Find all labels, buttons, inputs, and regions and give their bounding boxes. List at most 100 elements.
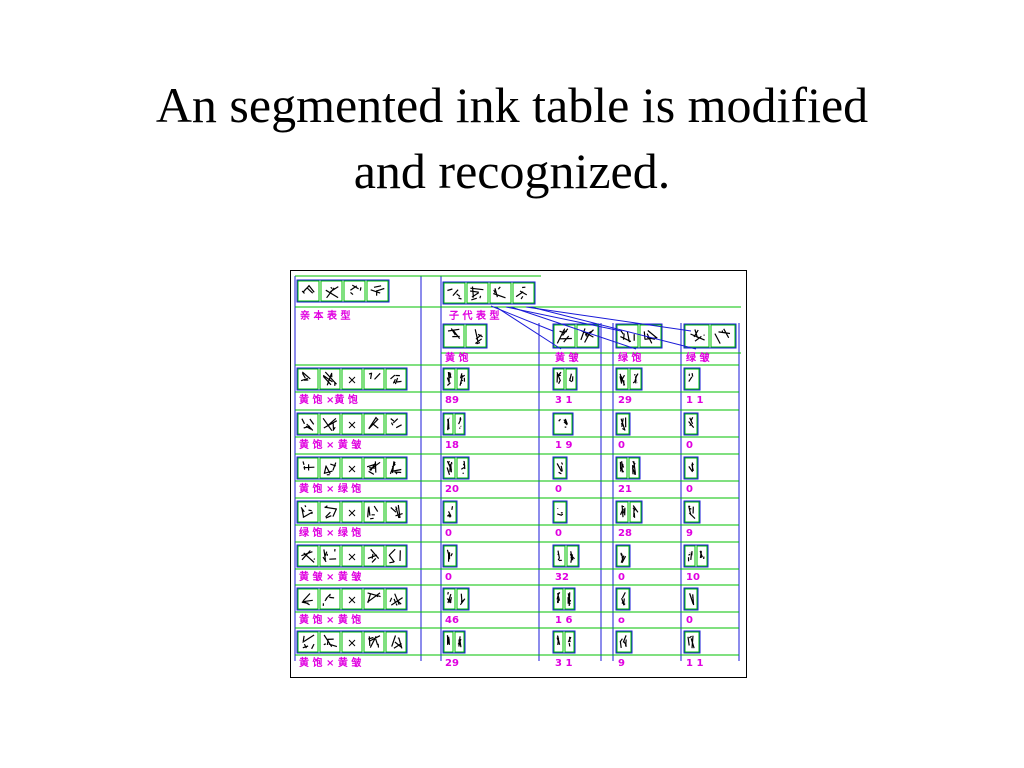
- cell-ink-char-box: [616, 501, 629, 523]
- cell-ink-char-box: [616, 631, 632, 653]
- row-label-ink-char-box: [385, 457, 407, 479]
- cell-ink-char-box: [443, 588, 456, 610]
- row-label-ink-box: [296, 500, 408, 524]
- cell-value-r4-c0: 0: [445, 572, 452, 583]
- cell-value-r4-c3: 10: [686, 572, 700, 583]
- row-label-ink-ink: [300, 371, 311, 382]
- row-label-4: 黄 皱 × 黄 皱: [299, 570, 361, 583]
- cell-value-r1-c1: 1 9: [555, 440, 572, 451]
- cell-value-r0-c1: 3 1: [555, 395, 572, 406]
- cell-ink-char-box: [629, 501, 642, 523]
- row-label-ink-box: [296, 367, 408, 391]
- cell-ink-ink: [621, 592, 626, 606]
- cell-ink-char-box: [696, 545, 708, 567]
- row-label-ink-char-box: [341, 588, 363, 610]
- row-label-ink-ink: [322, 371, 337, 386]
- cell-ink-char-box: [553, 457, 567, 479]
- cell-ink-box: [615, 587, 631, 611]
- cell-ink-ink: [457, 636, 462, 648]
- group-header-ink-char-box: [466, 282, 489, 304]
- cell-ink-box: [442, 456, 470, 480]
- cell-ink-ink: [446, 460, 453, 475]
- row-label-ink-char-box: [363, 545, 385, 567]
- column-header-label-1: 黄 皱: [555, 351, 578, 364]
- corner-header-ink-box: [296, 279, 390, 303]
- row-label-ink-ink: [301, 593, 313, 606]
- row-label-ink-char-box: [341, 501, 363, 523]
- cell-ink-ink: [688, 417, 695, 428]
- cell-ink-box: [552, 500, 568, 524]
- row-label-ink-char-box: [319, 545, 341, 567]
- cell-ink-char-box: [454, 631, 465, 653]
- cell-ink-char-box: [443, 368, 456, 390]
- connector-line: [510, 306, 637, 350]
- corner-header-ink-ink: [325, 286, 339, 299]
- row-label-0: 黄 饱 ×黄 饱: [299, 393, 358, 406]
- cell-ink-char-box: [553, 631, 564, 653]
- cell-ink-box: [442, 544, 458, 568]
- row-label-ink-char-box: [297, 631, 319, 653]
- cell-ink-char-box: [553, 588, 564, 610]
- cell-ink-box: [552, 412, 574, 436]
- connector-line: [495, 306, 562, 350]
- row-label-ink-char-box: [385, 413, 407, 435]
- cell-ink-ink: [447, 506, 454, 518]
- row-label-ink-ink: [366, 461, 381, 475]
- group-header-ink-char-box: [512, 282, 535, 304]
- row-label-ink-ink: [388, 548, 401, 564]
- cell-ink-box: [442, 630, 466, 654]
- cell-ink-char-box: [684, 457, 698, 479]
- cell-ink-box: [615, 544, 631, 568]
- corner-header-ink-ink: [350, 284, 362, 296]
- cell-ink-char-box: [553, 501, 567, 523]
- cell-ink-char-box: [443, 413, 454, 435]
- group-header-ink-ink: [493, 286, 506, 299]
- group-header-label: 子 代 表 型: [449, 309, 499, 322]
- cell-value-r3-c0: 0: [445, 528, 452, 539]
- group-header-ink-char-box: [443, 282, 466, 304]
- title-line-2: and recognized.: [353, 143, 671, 199]
- cell-ink-ink: [619, 635, 628, 648]
- cell-ink-ink: [620, 552, 627, 564]
- row-label-ink-ink: [302, 634, 315, 650]
- row-label-ink-ink: [323, 634, 338, 648]
- column-header-ink-box: [683, 323, 737, 349]
- cell-value-r6-c1: 3 1: [555, 658, 572, 669]
- cell-ink-ink: [447, 417, 451, 431]
- cell-value-r6-c0: 29: [445, 658, 459, 669]
- row-label-ink-cross-mark: [348, 465, 356, 473]
- cell-ink-ink: [459, 593, 466, 606]
- row-label-1: 黄 饱 × 黄 皱: [299, 438, 361, 451]
- row-label-ink-char-box: [319, 631, 341, 653]
- cell-ink-ink: [446, 635, 450, 645]
- cell-ink-char-box: [684, 545, 696, 567]
- row-label-ink-cross-mark: [348, 639, 356, 647]
- row-label-ink-char-box: [385, 588, 407, 610]
- row-label-6: 黄 饱 × 黄 皱: [299, 656, 361, 669]
- cell-value-r2-c1: 0: [555, 484, 562, 495]
- cell-ink-box: [683, 500, 701, 524]
- cell-ink-box: [615, 412, 631, 436]
- row-label-ink-ink: [368, 635, 381, 648]
- cell-ink-ink: [619, 373, 626, 386]
- corner-header-ink-char-box: [343, 280, 366, 302]
- cell-value-r1-c0: 18: [445, 440, 459, 451]
- group-header-ink-box: [442, 281, 536, 305]
- cell-ink-box: [683, 544, 709, 568]
- cell-ink-char-box: [564, 631, 575, 653]
- row-label-ink-ink: [301, 550, 316, 563]
- row-label-ink-char-box: [363, 588, 385, 610]
- cell-ink-box: [552, 544, 580, 568]
- row-label-ink-char-box: [341, 631, 363, 653]
- cell-ink-char-box: [454, 413, 465, 435]
- column-header-ink-box: [442, 323, 488, 349]
- row-label-ink-char-box: [363, 501, 385, 523]
- row-label-ink-box: [296, 544, 408, 568]
- cell-ink-box: [683, 630, 701, 654]
- cell-ink-box: [615, 456, 641, 480]
- row-label-ink-cross-mark: [348, 596, 356, 604]
- row-label-ink-ink: [368, 372, 381, 380]
- row-label-ink-char-box: [341, 545, 363, 567]
- row-label-ink-ink: [390, 504, 403, 519]
- cell-ink-char-box: [616, 413, 630, 435]
